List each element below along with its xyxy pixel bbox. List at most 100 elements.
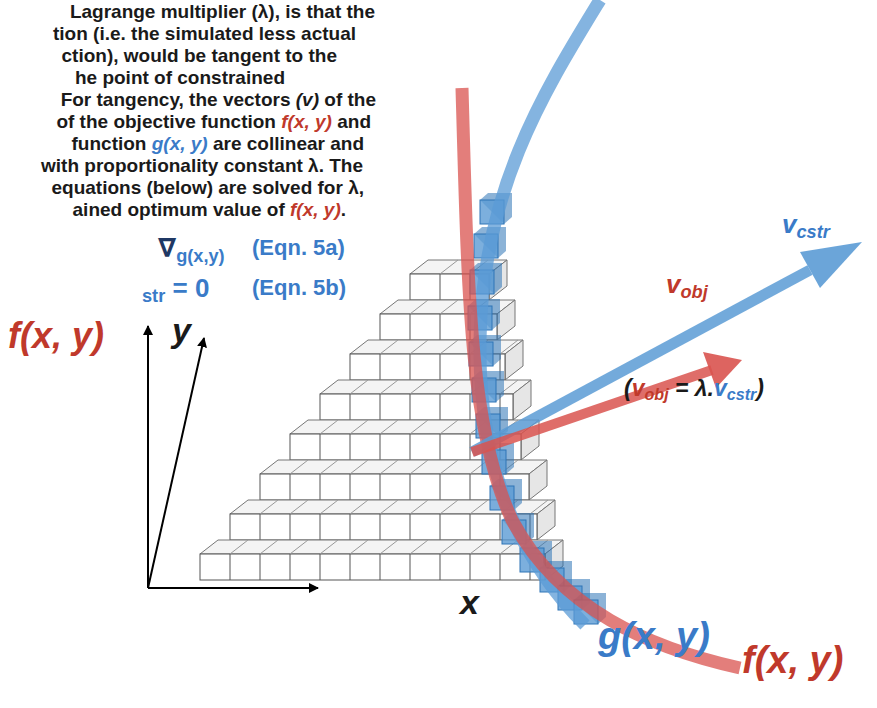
text-line: of the objective function f(x, y) and <box>56 112 371 133</box>
text-line: he point of constrained <box>75 68 285 89</box>
cell-edge <box>380 554 381 580</box>
cell-edge <box>410 474 411 500</box>
cell-edge <box>410 434 411 460</box>
cell-edge <box>470 540 488 554</box>
cell-edge <box>260 554 261 580</box>
pyramid-front <box>200 554 545 580</box>
cell-edge <box>290 540 308 554</box>
axes <box>148 326 318 588</box>
cell-edge <box>440 434 441 460</box>
y-axis <box>148 338 204 588</box>
cell-edge <box>260 514 261 540</box>
cell-edge <box>380 500 398 514</box>
cell-edge <box>440 554 441 580</box>
pyramid-front <box>230 514 537 540</box>
cell-edge <box>380 460 398 474</box>
cell-edge <box>380 340 398 354</box>
text-line: tion (i.e. the simulated less actual <box>53 24 356 45</box>
axis-label: x <box>460 584 479 621</box>
cell-edge <box>260 540 278 554</box>
pyramid-layer <box>200 540 563 580</box>
formula: (vobj = λ.vcstr) <box>624 376 764 401</box>
cell-edge <box>440 540 458 554</box>
constraint-vector-head <box>800 242 862 288</box>
pyramid-front <box>260 474 529 500</box>
cell-edge <box>410 380 428 394</box>
cell-edge <box>440 420 458 434</box>
cell-edge <box>350 394 351 420</box>
cell-edge <box>350 514 351 540</box>
cell-edge <box>320 420 338 434</box>
cell-edge <box>350 434 351 460</box>
cell-edge <box>350 500 368 514</box>
equation-number: (Eqn. 5b) <box>252 276 346 300</box>
cell-edge <box>410 540 428 554</box>
cell-edge <box>230 554 231 580</box>
cell-edge <box>260 500 278 514</box>
cell-edge <box>320 500 338 514</box>
cell-edge <box>440 380 458 394</box>
vector-label: vobj <box>666 270 708 299</box>
cell-edge <box>350 380 368 394</box>
cell-edge <box>440 354 441 380</box>
axis-label: f(x, y) <box>8 316 104 356</box>
cell-edge <box>410 514 411 540</box>
text-line: For tangency, the vectors (v) of the <box>61 90 376 111</box>
equation: ∇g(x,y) <box>158 234 225 263</box>
cell-edge <box>350 460 368 474</box>
cell-edge <box>320 434 321 460</box>
cell-edge <box>440 394 441 420</box>
cell-edge <box>380 514 381 540</box>
cell-edge <box>290 514 291 540</box>
constraint-curve <box>480 0 600 625</box>
cell-edge <box>440 274 441 300</box>
cell-edge <box>500 554 501 580</box>
cell-edge <box>500 340 518 354</box>
cell-edge <box>320 554 321 580</box>
cell-edge <box>410 554 411 580</box>
cell-edge <box>440 300 458 314</box>
cell-edge <box>440 460 458 474</box>
cell-edge <box>380 434 381 460</box>
text-line: ction), would be tangent to the <box>62 46 337 67</box>
cell-edge <box>440 474 441 500</box>
pyramid-layer <box>380 300 515 340</box>
x-axis <box>148 587 318 589</box>
cell-edge <box>320 514 321 540</box>
cell-edge <box>440 260 458 274</box>
cell-edge <box>350 474 351 500</box>
step-pyramid <box>200 260 563 580</box>
text-line: function g(x, y) are collinear and <box>72 134 364 155</box>
cell-edge <box>500 514 501 540</box>
cell-edge <box>350 540 368 554</box>
cell-edge <box>350 420 368 434</box>
cell-edge <box>320 540 338 554</box>
cell-edge <box>290 554 291 580</box>
cell-edge <box>410 460 428 474</box>
axis-label: y <box>172 312 191 349</box>
cell-edge <box>380 420 398 434</box>
cell-edge <box>410 314 411 340</box>
cell-edge <box>290 500 308 514</box>
equation-number: (Eqn. 5a) <box>252 236 345 260</box>
pyramid-side <box>513 380 531 420</box>
cell-edge <box>290 474 291 500</box>
cell-edge <box>320 460 338 474</box>
text-line: Lagrange multiplier (λ), is that the <box>70 2 375 23</box>
cell-edge <box>290 460 308 474</box>
cell-edge <box>380 354 381 380</box>
cell-edge <box>440 500 458 514</box>
curve-label: g(x, y) <box>598 616 710 658</box>
gradient-vectors <box>472 242 862 452</box>
cell-edge <box>470 394 471 420</box>
f-axis <box>147 326 149 588</box>
pyramid-side <box>529 460 547 500</box>
cell-edge <box>470 554 471 580</box>
vector-label: vcstr <box>782 210 830 239</box>
pyramid-side <box>505 340 523 380</box>
cell-edge <box>350 554 351 580</box>
constraint-vector <box>472 270 810 452</box>
cell-edge <box>230 540 248 554</box>
cell-edge <box>380 394 381 420</box>
text-line: with proportionality constant λ. The <box>41 156 363 177</box>
